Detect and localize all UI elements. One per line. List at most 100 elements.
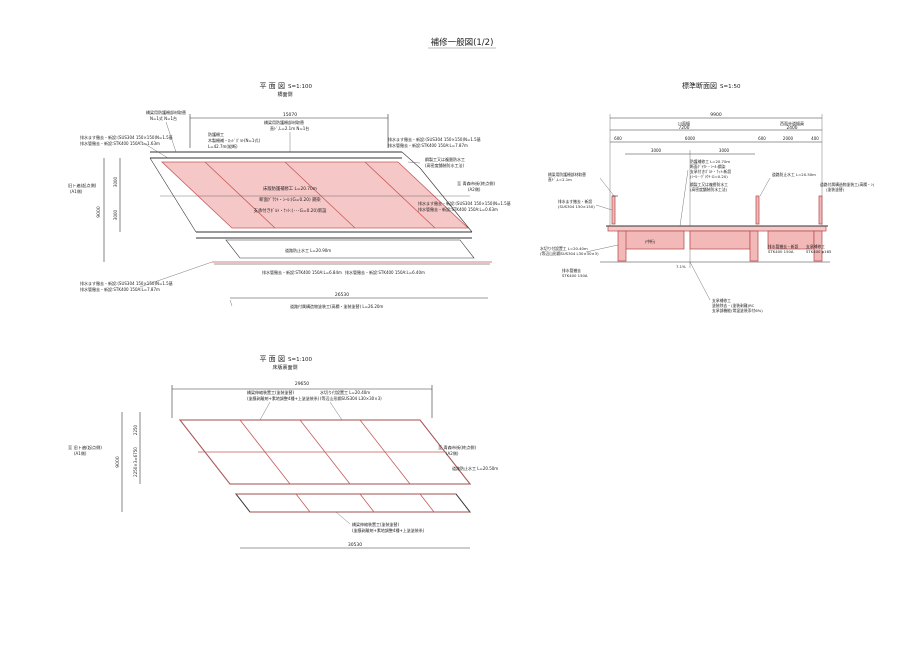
svg-text:排水管撤去: 排水管撤去 [562, 268, 581, 273]
svg-text:排水管撤去・新設:STK400 150A:L=6.84m: 排水管撤去・新設:STK400 150A:L=6.84m [262, 269, 342, 275]
svg-text:(高密度舗装防水工法): (高密度舗装防水工法) [690, 187, 728, 192]
svg-text:(塗膜剥離剤+素地調整4種+上塗塗装系): (塗膜剥離剤+素地調整4種+上塗塗装系) [247, 395, 320, 401]
svg-text:400: 400 [811, 136, 819, 141]
svg-text:3000: 3000 [113, 209, 118, 220]
svg-text:排水ます撤去・新設:(SUS304 150×150)N=1.: 排水ます撤去・新設:(SUS304 150×150)N=1.5基 [388, 136, 481, 142]
svg-text:水切り付設置工 L=20.40m: 水切り付設置工 L=20.40m [540, 246, 588, 251]
svg-text:STK400 150A: STK400 150A [768, 249, 794, 254]
svg-text:STK400 150A: STK400 150A [562, 273, 588, 278]
svg-text:橋梁用防護柵部材取替: 橋梁用防護柵部材取替 [146, 109, 186, 115]
svg-text:排水管撤去・新設:STK400 150A:L=1.63m: 排水管撤去・新設:STK400 150A:L=1.63m [80, 140, 160, 146]
svg-text:2250×3=6750: 2250×3=6750 [133, 447, 138, 477]
section-scale: S=1:50 [720, 84, 741, 90]
section-title: 標準断面図 [682, 81, 717, 90]
svg-text:7200: 7200 [679, 125, 690, 131]
svg-text:支承部機能(常温塗装添付6%): 支承部機能(常温塗装添付6%) [712, 308, 763, 313]
svg-text:(A2側): (A2側) [446, 450, 459, 456]
svg-text:(高密度舗装防水工法): (高密度舗装防水工法) [425, 162, 465, 168]
plan-top-dim-side: 9000 [96, 206, 102, 218]
svg-text:断面ｸﾞﾗｳﾄ・ｼｰﾙ:(G=0.20) 鋼染: 断面ｸﾞﾗｳﾄ・ｼｰﾙ:(G=0.20) 鋼染 [259, 196, 321, 203]
svg-text:直ﾄﾞ,L=2.1m: 直ﾄﾞ,L=2.1m [548, 177, 572, 182]
svg-text:至 青森市街(終点側): 至 青森市街(終点側) [457, 180, 495, 187]
plan-bottom-dim-top: 29650 [295, 381, 309, 387]
deck-repair-area [160, 161, 470, 229]
svg-text:直ﾄﾞ,L=2.1m N=1台: 直ﾄﾞ,L=2.1m N=1台 [270, 125, 309, 131]
svg-text:排水ます撤去・新設: 排水ます撤去・新設 [558, 199, 592, 204]
plan-bottom-scale: S=1:100 [288, 357, 312, 363]
svg-text:600: 600 [758, 136, 766, 141]
svg-text:(中桁): (中桁) [645, 239, 656, 244]
svg-text:支承付きﾎﾞﾙﾄ・ﾅｯﾄ:新設: 支承付きﾎﾞﾙﾄ・ﾅｯﾄ:新設 [690, 169, 731, 174]
plan-bottom-dim-bottom: 30530 [348, 542, 362, 548]
svg-text:(A2側): (A2側) [468, 186, 481, 192]
svg-text:(等辺山形鋼SUS304 L30×30×3): (等辺山形鋼SUS304 L30×30×3) [320, 395, 382, 401]
svg-text:道路付属構造物塗装工(高欄・塗装塗替) L=26.20m: 道路付属構造物塗装工(高欄・塗装塗替) L=26.20m [290, 303, 383, 309]
svg-text:排水管撤去・新設:STK400 150A:L=7.87m: 排水管撤去・新設:STK400 150A:L=7.87m [388, 142, 468, 148]
svg-text:(A1側): (A1側) [74, 450, 87, 456]
svg-text:支承補修工: 支承補修工 [712, 298, 731, 303]
svg-text:2000: 2000 [783, 136, 794, 141]
svg-text:L=42.7m(縦断): L=42.7m(縦断) [208, 143, 238, 149]
svg-text:排水管撤去・新設:STK400 150A:L=6.40m: 排水管撤去・新設:STK400 150A:L=6.40m [345, 269, 425, 275]
svg-text:(等辺山形鋼SUS304 L30×30×3): (等辺山形鋼SUS304 L30×30×3) [540, 251, 599, 256]
svg-text:N=1式 N=1台: N=1式 N=1台 [150, 115, 177, 121]
plan-top-dim-bottom: 26530 [335, 292, 349, 298]
plan-bottom-dim-side: 9000 [115, 456, 121, 468]
svg-text:排水ます撤去・新設:(SUS304 150×150)N=1.: 排水ます撤去・新設:(SUS304 150×150)N=1.5基 [80, 134, 173, 140]
section-deck [607, 225, 827, 232]
svg-text:STK400 φ165: STK400 φ165 [806, 249, 832, 254]
plan-top-view: 平 面 図 S=1:100 橋面側 15070 9000 3000 3000 [68, 82, 511, 309]
svg-text:橋梁用防護柵部材取替: 橋梁用防護柵部材取替 [264, 119, 304, 125]
svg-text:6000: 6000 [685, 136, 696, 141]
svg-text:排水ます撤去・新設:(SUS304 150×150)N=1.: 排水ます撤去・新設:(SUS304 150×150)N=1.5基 [418, 200, 511, 206]
svg-text:2400: 2400 [787, 125, 798, 131]
svg-text:防護柵工: 防護柵工 [208, 131, 224, 137]
svg-text:断面ｸﾞﾗｳﾄ・ｼｰﾙ:鋼染: 断面ｸﾞﾗｳﾄ・ｼｰﾙ:鋼染 [690, 164, 726, 169]
svg-text:排水ます撤去・新設:(SUS304 150×150)N=1.: 排水ます撤去・新設:(SUS304 150×150)N=1.5基 [80, 280, 173, 286]
plan-bottom-view: 平 面 図 S=1:100 床版裏面側 29650 9000 2250 2250… [68, 355, 498, 549]
svg-text:支承補修工: 支承補修工 [806, 244, 825, 249]
plan-top-subtitle: 橋面側 [277, 91, 292, 98]
plan-top-dim-top: 15070 [283, 112, 297, 118]
svg-text:塗装除去・(塗装剥離)RC: 塗装除去・(塗装剥離)RC [712, 303, 755, 308]
svg-text:橋梁用防護柵部材取替: 橋梁用防護柵部材取替 [548, 172, 586, 177]
plan-bottom-subtitle: 床版裏面側 [272, 364, 297, 371]
plan-top-title: 平 面 図 [260, 82, 285, 90]
svg-text:鋼製工又は複層防水工: 鋼製工又は複層防水工 [690, 182, 728, 187]
svg-text:2250: 2250 [133, 424, 138, 435]
svg-text:至 青森市街(終点側): 至 青森市街(終点側) [438, 444, 476, 451]
svg-text:床版防護補修工 L=20.70m: 床版防護補修工 L=20.70m [263, 185, 317, 192]
svg-text:橋梁伸縮装置工(塗装塗替): 橋梁伸縮装置工(塗装塗替) [352, 521, 400, 527]
svg-text:3000: 3000 [719, 148, 730, 153]
svg-text:排水管撤去・新設: 排水管撤去・新設 [768, 244, 799, 249]
svg-text:西面歩道幅員: 西面歩道幅員 [780, 120, 804, 126]
svg-text:川面幅: 川面幅 [678, 120, 690, 126]
svg-text:(塗装塗替): (塗装塗替) [826, 187, 845, 192]
svg-text:旧ト遍(起点側): 旧ト遍(起点側) [68, 182, 97, 189]
svg-text:木製柵補・ﾛｯﾄﾞﾎﾞﾙﾄ(N=1式): 木製柵補・ﾛｯﾄﾞﾎﾞﾙﾄ(N=1式) [208, 137, 260, 143]
svg-text:水切り付設置工 L=20.40m: 水切り付設置工 L=20.40m [320, 389, 370, 395]
svg-text:(塗膜剥離剤+素地調整4種+上塗塗装系): (塗膜剥離剤+素地調整4種+上塗塗装系) [352, 527, 425, 533]
svg-text:(SUS304 150×150): (SUS304 150×150) [558, 204, 595, 209]
svg-text:道路付属構造物塗装工(高欄・ｼ): 道路付属構造物塗装工(高欄・ｼ) [820, 182, 875, 187]
svg-text:橋梁伸縮装置工(塗装塗替): 橋梁伸縮装置工(塗装塗替) [247, 389, 295, 395]
svg-text:排水管撤去・新設:STK400 150A:L=0.63m: 排水管撤去・新設:STK400 150A:L=0.63m [418, 206, 498, 212]
svg-text:3000: 3000 [113, 176, 118, 187]
svg-text:(A1側): (A1側) [70, 188, 83, 194]
section-view: 標準断面図 S=1:50 9900 川面幅 7200 西面歩道幅員 2400 6… [540, 81, 875, 313]
svg-text:鋼製工又は複層防水工: 鋼製工又は複層防水工 [425, 156, 465, 162]
svg-text:9900: 9900 [710, 112, 722, 118]
svg-text:道路防止水工 L=20.50m: 道路防止水工 L=20.50m [772, 172, 816, 177]
svg-text:道路防止水工 L=20.90m: 道路防止水工 L=20.90m [285, 247, 331, 253]
svg-text:防護補修工 L=20.70m: 防護補修工 L=20.70m [690, 159, 730, 164]
svg-text:道路防止水工 L=20.50m: 道路防止水工 L=20.50m [452, 465, 498, 471]
svg-text:(ｼｰﾙ･･ｸﾞﾗｳﾄ G=0.20): (ｼｰﾙ･･ｸﾞﾗｳﾄ G=0.20) [690, 174, 728, 179]
svg-text:600: 600 [614, 136, 622, 141]
plan-bottom-title: 平 面 図 [260, 355, 285, 363]
plan-top-scale: S=1:100 [288, 84, 312, 90]
svg-text:7.1%: 7.1% [676, 264, 686, 269]
svg-text:排水管撤去・新設:STK400 150A:L=7.87m: 排水管撤去・新設:STK400 150A:L=7.87m [80, 286, 160, 292]
svg-text:至 旧ト遍(起点側): 至 旧ト遍(起点側) [68, 444, 102, 451]
sheet-title: 補修一般図(1/2) [431, 37, 494, 48]
